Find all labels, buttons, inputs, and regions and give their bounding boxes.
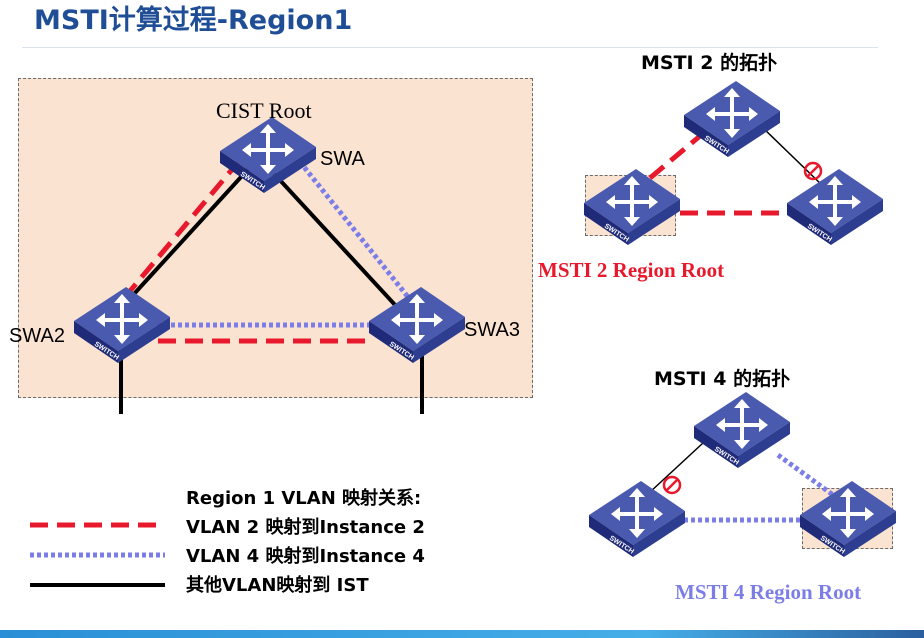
- switch-swa3-icon: SWITCH: [369, 287, 465, 363]
- swa2-label: SWA2: [9, 325, 65, 347]
- footer-bar: [0, 630, 924, 638]
- msti2-title: MSTI 2 的拓扑: [641, 52, 778, 74]
- cist-root-label: CIST Root: [216, 98, 312, 123]
- swa3-label: SWA3: [464, 319, 520, 341]
- msti4-title: MSTI 4 的拓扑: [654, 368, 791, 390]
- link-swa-swa3-instance4: [298, 160, 410, 299]
- msti2-switch-top-icon: SWITCH: [684, 81, 780, 157]
- legend-instance2-label: VLAN 2 映射到Instance 2: [186, 517, 425, 538]
- switch-swa2-icon: SWITCH: [74, 287, 170, 363]
- blocked-port-icon: [662, 475, 682, 495]
- legend-heading: Region 1 VLAN 映射关系:: [186, 488, 422, 509]
- blocked-port-icon: [803, 161, 823, 181]
- link-swa-swa2-instance2: [123, 158, 242, 299]
- msti2-link-top-right-blocked: [759, 124, 826, 189]
- msti4-switch-top-icon: SWITCH: [694, 392, 790, 468]
- link-swa-swa2-ist: [121, 163, 254, 308]
- msti2-switch-left-icon: SWITCH: [584, 169, 680, 245]
- legend-ist-label: 其他VLAN映射到 IST: [186, 575, 369, 596]
- page-title: MSTI计算过程-Region1: [34, 5, 353, 36]
- legend-instance4-label: VLAN 4 映射到Instance 4: [186, 546, 425, 567]
- msti4-link-top-right: [776, 452, 842, 503]
- title-divider: [22, 47, 878, 48]
- link-swa-swa3-ist: [264, 163, 398, 308]
- msti4-region-root-label: MSTI 4 Region Root: [675, 580, 862, 604]
- msti2-link-top-left: [648, 134, 702, 180]
- msti4-switch-right-icon: SWITCH: [800, 481, 896, 557]
- swa-label: SWA: [320, 148, 365, 170]
- msti2-switch-right-icon: SWITCH: [787, 169, 883, 245]
- msti2-region-root-label: MSTI 2 Region Root: [538, 258, 725, 282]
